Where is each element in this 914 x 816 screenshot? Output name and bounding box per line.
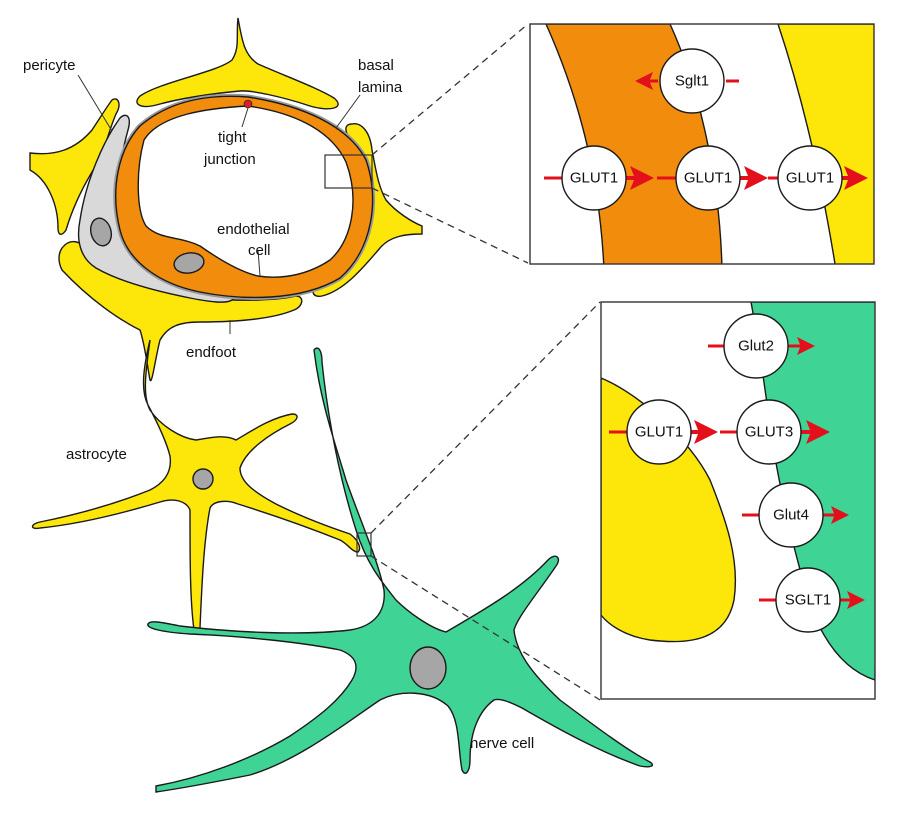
nerve-cell [147, 347, 654, 793]
transporter-glut1-top-a: GLUT1 [544, 145, 654, 211]
label-tight-junction-1: tight [218, 129, 247, 146]
astrocyte-cell [31, 339, 361, 635]
label-endothelial-2: cell [248, 242, 271, 259]
connector-lines [370, 23, 601, 701]
transporter-label: Sglt1 [675, 73, 709, 90]
inset-top: Sglt1 GLUT1 GLUT1 GLUT1 [529, 23, 875, 265]
inset-bottom: Glut2 GLUT1 GLUT3 Glut4 SGLT1 [600, 301, 876, 700]
connector-top-2 [371, 187, 529, 264]
label-astrocyte: astrocyte [66, 446, 127, 463]
connector-bottom-1 [370, 301, 601, 534]
label-nerve-cell: nerve cell [470, 735, 534, 752]
label-endothelial-1: endothelial [217, 221, 290, 238]
astrocyte-nucleus [192, 468, 214, 490]
connector-top-1 [371, 23, 529, 156]
endfoot-top [136, 17, 339, 110]
endothelial-nucleus [173, 252, 205, 274]
transporter-label: GLUT1 [684, 170, 732, 187]
transporter-sglt1-top: Sglt1 [635, 48, 739, 114]
connector-bottom-2 [370, 555, 601, 701]
transporter-label: SGLT1 [785, 592, 831, 609]
tight-junction-dot [243, 99, 253, 109]
label-basal-lamina-1: basal [358, 57, 394, 74]
transporter-label: Glut2 [738, 338, 774, 355]
transporter-glut2: Glut2 [708, 313, 815, 379]
label-basal-lamina-2: lamina [358, 79, 403, 96]
zoom-box-vessel [324, 154, 373, 189]
transporter-label: GLUT1 [570, 170, 618, 187]
zoom-box-synapse [356, 532, 372, 557]
transporter-glut3: GLUT3 [720, 399, 830, 465]
transporter-glut4: Glut4 [742, 482, 849, 548]
endothelial-cell [115, 95, 374, 299]
transporter-label: Glut4 [773, 507, 809, 524]
neuron-nucleus [409, 646, 447, 690]
leader-lines [77, 74, 361, 334]
transporter-glut1-bottom: GLUT1 [609, 399, 718, 465]
transporter-glut1-top-b: GLUT1 [657, 145, 768, 211]
transporter-sglt1-bottom: SGLT1 [759, 567, 865, 633]
blood-vessel-cross-section [29, 17, 423, 382]
transporter-label: GLUT3 [745, 424, 793, 441]
transporter-glut1-top-c: GLUT1 [768, 145, 868, 211]
transporter-label: GLUT1 [786, 170, 834, 187]
transporter-label: GLUT1 [635, 424, 683, 441]
label-endfoot: endfoot [186, 344, 237, 361]
label-tight-junction-2: junction [203, 151, 256, 168]
label-pericyte: pericyte [23, 57, 76, 74]
pericyte-nucleus [89, 217, 113, 247]
